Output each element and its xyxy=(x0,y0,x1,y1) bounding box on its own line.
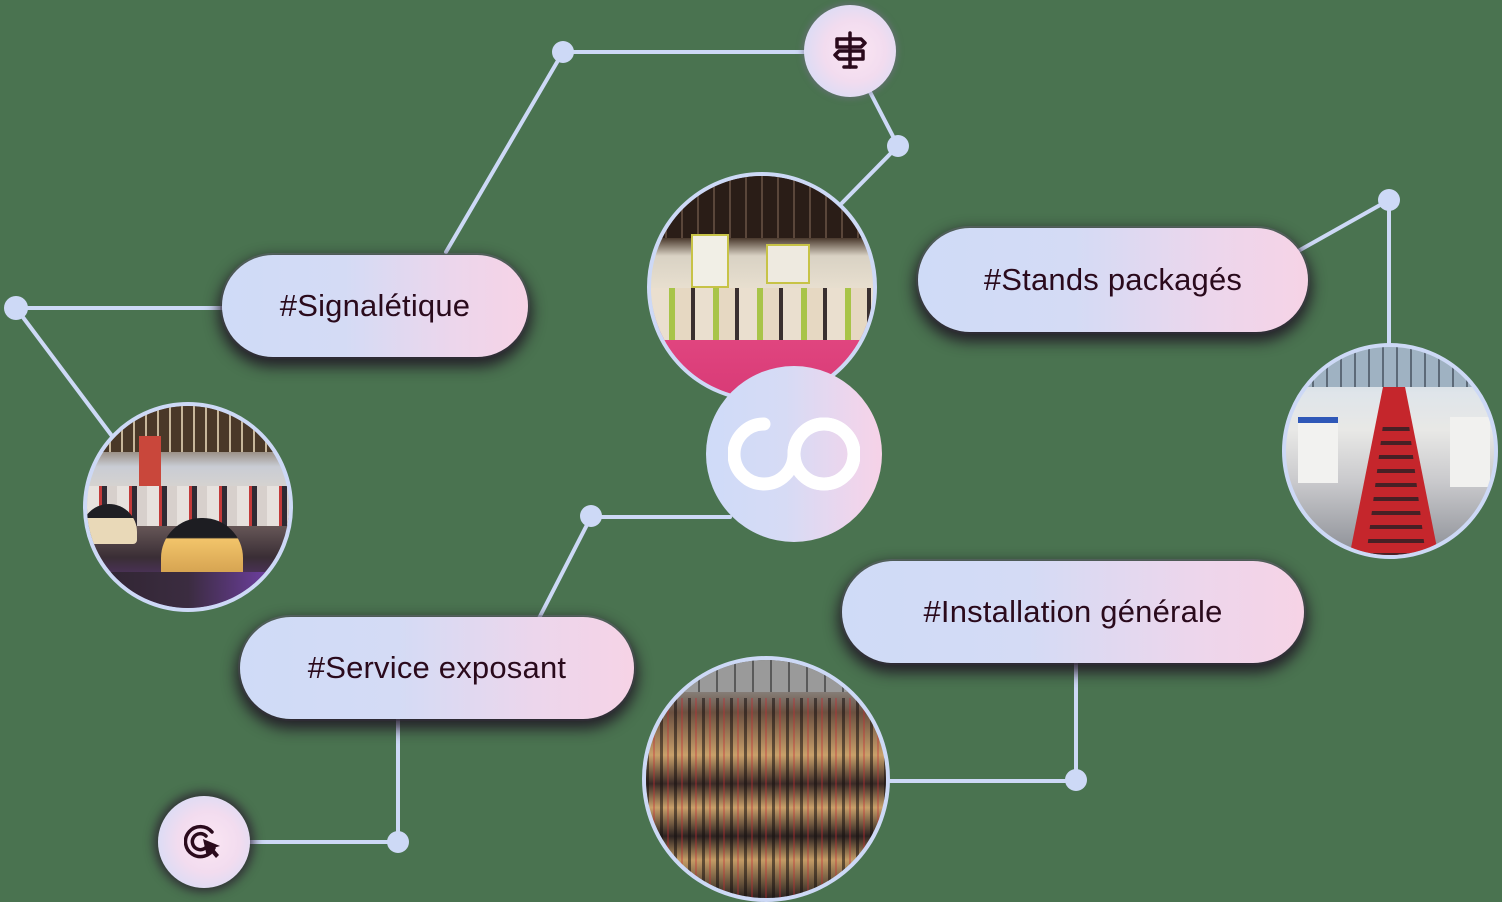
tag-label: #Installation générale xyxy=(923,594,1223,629)
tag-service-exposant[interactable]: #Service exposant xyxy=(240,617,634,719)
co-infinity-logo-icon xyxy=(728,417,860,491)
node-dot xyxy=(4,296,28,320)
node-dot xyxy=(1065,769,1087,791)
node-dot xyxy=(1378,189,1400,211)
node-dot xyxy=(887,135,909,157)
photo-hall-pink-carpet xyxy=(647,172,877,402)
tag-signaletique[interactable]: #Signalétique xyxy=(222,255,528,357)
tag-installation-generale[interactable]: #Installation générale xyxy=(842,561,1304,663)
photo-hall-red-aisle xyxy=(1282,343,1498,559)
photo-hall-crowd-booths xyxy=(642,656,890,902)
cursor-click-icon xyxy=(184,824,220,859)
node-dot xyxy=(552,41,574,63)
center-logo xyxy=(706,366,882,542)
node-dot xyxy=(387,831,409,853)
node-dot xyxy=(580,505,602,527)
tag-label: #Signalétique xyxy=(279,288,471,323)
tag-label: #Stands packagés xyxy=(983,262,1243,297)
click-bubble[interactable] xyxy=(158,796,250,888)
tag-stands-packages[interactable]: #Stands packagés xyxy=(918,228,1308,332)
photo-hall-round-stands xyxy=(83,402,293,612)
signpost-bubble[interactable] xyxy=(804,5,896,97)
signpost-icon xyxy=(833,31,867,69)
tag-label: #Service exposant xyxy=(307,650,567,685)
